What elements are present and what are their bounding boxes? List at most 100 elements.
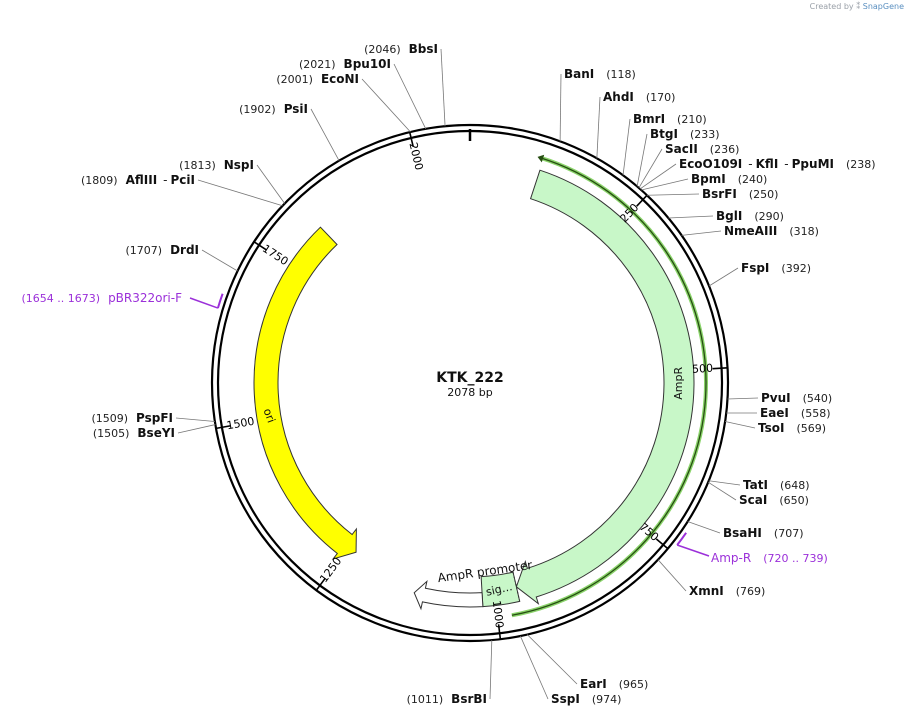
site-label-bbsi[interactable]: (2046)BbsI: [364, 42, 438, 56]
site-label-bseyi[interactable]: (1505)BseYI: [93, 426, 175, 440]
site-btgi[interactable]: BtgI(233): [636, 127, 720, 187]
site-ecoo109i[interactable]: EcoO109I-KflI-PpuMI(238): [639, 157, 876, 190]
feature-ampr-signal-sequence[interactable]: sig…: [480, 571, 521, 608]
site-label-scai[interactable]: ScaI(650): [739, 493, 809, 507]
site-position: (1505): [93, 427, 130, 440]
site-pvui[interactable]: PvuI(540): [727, 391, 833, 405]
site-leader-btgi: [636, 133, 648, 187]
site-bsrbi[interactable]: (1011)BsrBI: [407, 640, 493, 706]
site-position: (392): [781, 262, 811, 275]
site-bmri[interactable]: BmrI(210): [622, 112, 707, 176]
site-drdi[interactable]: (1707)DrdI: [125, 243, 238, 272]
feature-shape-ori[interactable]: [253, 226, 357, 560]
site-label-eaei[interactable]: EaeI(558): [760, 406, 831, 420]
site-nmeaiii[interactable]: NmeAIII(318): [681, 224, 819, 238]
site-position: (1813): [179, 159, 216, 172]
site-label-bsrbi[interactable]: (1011)BsrBI: [407, 692, 487, 706]
site-pspfi[interactable]: (1509)PspFI: [91, 411, 215, 425]
site-name: NspI: [224, 158, 254, 172]
site-label-bsahi[interactable]: BsaHI(707): [723, 526, 804, 540]
feature-ori[interactable]: ori: [253, 226, 357, 560]
site-label-xmni[interactable]: XmnI(769): [689, 584, 765, 598]
site-position: (236): [710, 143, 740, 156]
site-label-sacii[interactable]: SacII(236): [665, 142, 739, 156]
primer-position: (720 .. 739): [763, 552, 828, 565]
site-label-bpmi[interactable]: BpmI(240): [691, 172, 767, 186]
site-ahdi[interactable]: AhdI(170): [596, 90, 676, 159]
feature-ampr[interactable]: AmpR: [515, 169, 695, 606]
site-label-sspi[interactable]: SspI(974): [551, 692, 621, 706]
primer-label-amp-r[interactable]: Amp-R(720 .. 739): [711, 551, 828, 565]
site-name: EcoNI: [321, 72, 359, 86]
site-label-nmeaiii[interactable]: NmeAIII(318): [724, 224, 819, 238]
site-label-tati[interactable]: TatI(648): [743, 478, 810, 492]
site-position: (250): [749, 188, 779, 201]
primer-leader-pbr322ori-f: [189, 297, 219, 309]
site-leader-ahdi: [596, 96, 601, 159]
site-separator: -: [748, 157, 752, 171]
site-name: PspFI: [136, 411, 173, 425]
site-sspi[interactable]: SspI(974): [520, 635, 621, 706]
site-bpmi[interactable]: BpmI(240): [641, 172, 767, 191]
site-bseyi[interactable]: (1505)BseYI: [93, 424, 216, 440]
site-label-tsoi[interactable]: TsoI (569): [758, 421, 826, 435]
site-bsahi[interactable]: BsaHI(707): [687, 521, 804, 540]
site-eaei[interactable]: EaeI(558): [726, 406, 831, 420]
site-xmni[interactable]: XmnI(769): [657, 559, 765, 598]
primer-label-pbr322ori-f[interactable]: (1654 .. 1673)pBR322ori-F: [22, 291, 183, 305]
site-label-afliii[interactable]: (1809)AflIII-PciI: [81, 173, 195, 187]
site-tsoi[interactable]: TsoI (569): [725, 421, 826, 435]
site-position: (558): [801, 407, 831, 420]
site-tati[interactable]: TatI(648): [708, 478, 810, 492]
site-bpu10i[interactable]: (2021)Bpu10I: [299, 57, 427, 129]
tick-label-1500: 1500: [226, 415, 256, 433]
site-label-pspfi[interactable]: (1509)PspFI: [91, 411, 173, 425]
site-afliii[interactable]: (1809)AflIII-PciI: [81, 173, 283, 207]
site-bgli[interactable]: BglI(290): [668, 209, 784, 223]
site-label-pvui[interactable]: PvuI(540): [761, 391, 832, 405]
tick-mark-1250: [315, 577, 326, 591]
site-label-nspi[interactable]: (1813) NspI: [179, 158, 254, 172]
site-label-btgi[interactable]: BtgI(233): [650, 127, 720, 141]
site-position: (1707): [125, 244, 162, 257]
tick-label-1750: 1750: [260, 242, 291, 268]
site-leader-ecoo109i: [639, 163, 677, 190]
site-label-bani[interactable]: BanI(118): [564, 67, 636, 81]
site-label-bmri[interactable]: BmrI(210): [633, 112, 707, 126]
tick-label-1250: 1250: [317, 555, 344, 585]
site-scai[interactable]: ScaI(650): [707, 481, 809, 507]
site-label-bsrfi[interactable]: BsrFI(250): [702, 187, 778, 201]
site-psii[interactable]: (1902)PsiI: [239, 102, 340, 161]
primer-amp-r[interactable]: Amp-R(720 .. 739): [676, 532, 828, 565]
site-name: PsiI: [284, 102, 308, 116]
site-bsrfi[interactable]: BsrFI(250): [646, 187, 778, 201]
site-label-econi[interactable]: (2001)EcoNI: [276, 72, 359, 86]
primer-arc-pbr322ori-f[interactable]: [216, 293, 224, 309]
site-label-bgli[interactable]: BglI(290): [716, 209, 784, 223]
site-label-ecoo109i[interactable]: EcoO109I-KflI-PpuMI(238): [679, 157, 876, 171]
site-label-fspi[interactable]: FspI(392): [741, 261, 811, 275]
site-label-ahdi[interactable]: AhdI(170): [603, 90, 675, 104]
plasmid-length: 2078 bp: [447, 386, 492, 399]
site-position: (965): [619, 678, 649, 691]
site-position: (210): [677, 113, 707, 126]
site-label-eari[interactable]: EarI(965): [580, 677, 648, 691]
site-label-bpu10i[interactable]: (2021)Bpu10I: [299, 57, 391, 71]
feature-shape-ampr[interactable]: [515, 169, 695, 606]
site-bbsi[interactable]: (2046)BbsI: [364, 42, 446, 127]
primer-pbr322ori-f[interactable]: (1654 .. 1673)pBR322ori-F: [22, 291, 224, 309]
site-nspi[interactable]: (1813) NspI: [179, 158, 286, 204]
site-name: TsoI: [758, 421, 784, 435]
site-position: (569): [796, 422, 826, 435]
site-econi[interactable]: (2001)EcoNI: [276, 72, 411, 133]
site-label-psii[interactable]: (1902)PsiI: [239, 102, 308, 116]
feature-shape-sig[interactable]: [480, 571, 521, 608]
feature-shape-ampr-promoter[interactable]: [413, 579, 484, 611]
site-bani[interactable]: BanI(118): [559, 67, 636, 142]
site-eari[interactable]: EarI(965): [526, 634, 648, 691]
map-center-labels: KTK_222 2078 bp: [436, 370, 503, 399]
site-label-drdi[interactable]: (1707)DrdI: [125, 243, 199, 257]
site-sacii[interactable]: SacII(236): [638, 142, 740, 189]
site-fspi[interactable]: FspI(392): [708, 261, 811, 287]
site-leader-psii: [310, 108, 340, 161]
